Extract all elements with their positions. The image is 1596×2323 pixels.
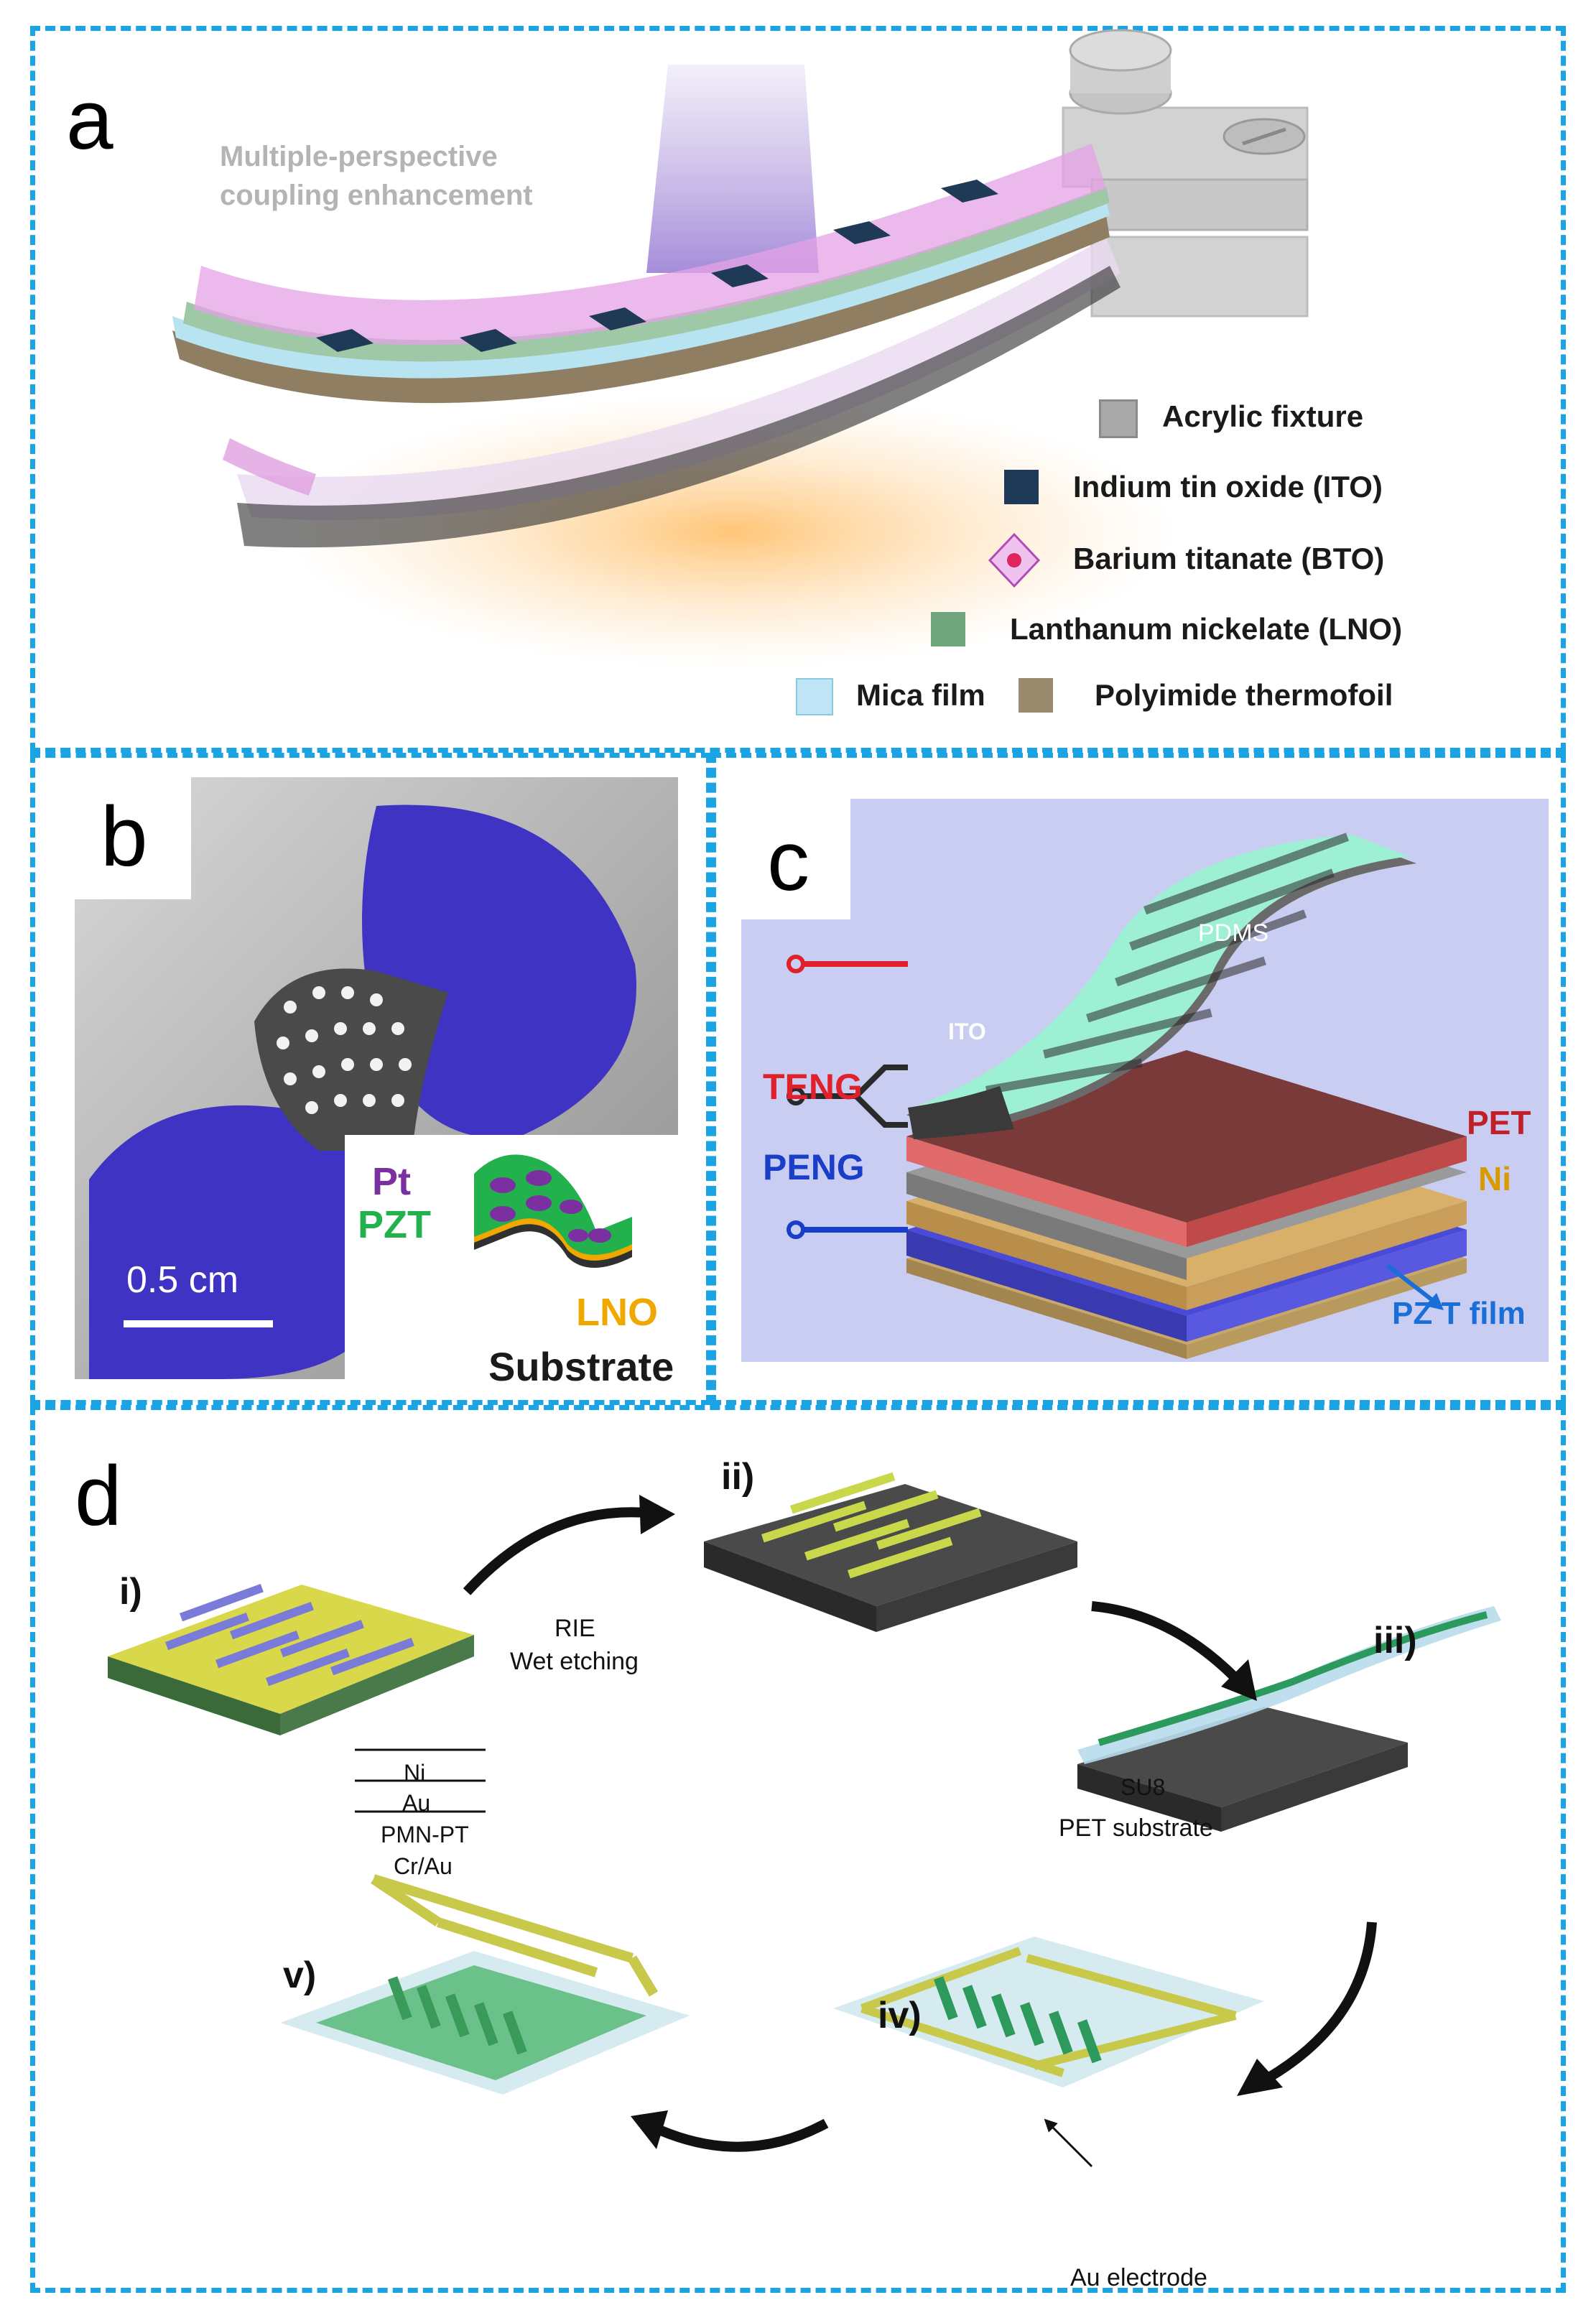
ito-pads (316, 180, 998, 352)
chip-step-v (280, 1874, 690, 2095)
legend-bto: Barium titanate (BTO) (1073, 542, 1385, 575)
label-pdms: PDMS (1198, 919, 1269, 947)
mica-cube-icon (796, 678, 833, 715)
arrow-ii-to-iii (1091, 1601, 1239, 1682)
ito-cube-icon (1004, 470, 1039, 504)
panel-d-border (30, 1405, 1566, 2293)
bto-crystal-icon (988, 532, 1041, 588)
panel-b-letter: b (101, 789, 148, 884)
inset-film-diagram (474, 1154, 632, 1268)
chip-step-iii (1077, 1606, 1501, 1832)
legend-polyimide: Polyimide thermofoil (1095, 678, 1393, 712)
panel-c-border (711, 753, 1566, 1405)
panel-a-heading-line1: Multiple-perspective (220, 141, 498, 172)
step-ii-label: ii) (721, 1456, 755, 1498)
panel-a-heading-line2: coupling enhancement (220, 180, 533, 211)
layer-label-ni: Ni (404, 1760, 426, 1786)
layer-label-cr-au: Cr/Au (394, 1853, 453, 1879)
letter-c-box (741, 799, 850, 919)
layer-label-au: Au (402, 1790, 431, 1816)
label-ito: ITO (948, 1019, 986, 1044)
label-ni: Ni (1478, 1160, 1511, 1197)
arrow-iv-to-v (659, 2118, 829, 2152)
arrow-iii-to-iv (1261, 1921, 1377, 2085)
teng-peng-device (787, 833, 1467, 1359)
label-au-electrode: Au electrode (1070, 2264, 1207, 2291)
mica-strip (172, 201, 1110, 379)
step-v-label: v) (283, 1955, 317, 1996)
inset-label-pzt: PZT (358, 1203, 431, 1246)
arrow-label-wet-etching: Wet etching (510, 1648, 639, 1675)
label-pzt-film: PZ T film (1392, 1296, 1526, 1331)
light-beam (646, 65, 819, 273)
label-pet: PET (1467, 1104, 1531, 1141)
chip-step-i (108, 1583, 474, 1735)
panel-c-letter: c (767, 814, 809, 909)
panel-d-letter: d (75, 1449, 122, 1544)
inset-label-pt: Pt (372, 1160, 411, 1203)
acrylic-cube-icon (1099, 399, 1138, 438)
step-i-label: i) (119, 1571, 142, 1613)
chip-step-ii (704, 1472, 1077, 1632)
inset-label-lno: LNO (576, 1291, 658, 1334)
lno-cube-icon (931, 612, 965, 646)
arrow-label-rie: RIE (555, 1615, 595, 1642)
bto-band (194, 144, 1106, 346)
label-pet-substrate: PET substrate (1059, 1814, 1213, 1842)
glove-bottom (89, 1105, 393, 1379)
legend-ito: Indium tin oxide (ITO) (1073, 470, 1383, 504)
scale-bar (124, 1320, 273, 1327)
chip-step-iv (833, 1937, 1264, 2168)
scale-bar-label: 0.5 cm (126, 1259, 239, 1301)
glove-top (362, 805, 636, 1139)
inset-label-substrate: Substrate (488, 1344, 674, 1389)
legend-acrylic: Acrylic fixture (1162, 399, 1364, 433)
fabrication-process-diagram (108, 1472, 1501, 2168)
step-iv-label: iv) (878, 1995, 922, 2036)
label-teng: TENG (763, 1067, 863, 1107)
legend-lno: Lanthanum nickelate (LNO) (1010, 612, 1403, 646)
panel-b-border (30, 753, 711, 1405)
acrylic-fixture (1062, 29, 1309, 317)
polyimide-cube-icon (1019, 678, 1053, 713)
letter-b-box (75, 777, 191, 899)
label-peng: PENG (763, 1147, 865, 1187)
polyimide-strip (172, 215, 1110, 404)
layer-label-pmn-pt: PMN-PT (381, 1822, 469, 1847)
panel-a-letter: a (66, 73, 113, 167)
step-iii-label: iii) (1373, 1620, 1417, 1661)
panel-a-border (30, 26, 1566, 753)
label-su8: SU8 (1121, 1774, 1166, 1800)
device-illustration-a (172, 29, 1309, 668)
lno-strip (183, 187, 1110, 362)
legend-mica: Mica film (856, 678, 985, 712)
arrow-i-to-ii (463, 1507, 647, 1595)
